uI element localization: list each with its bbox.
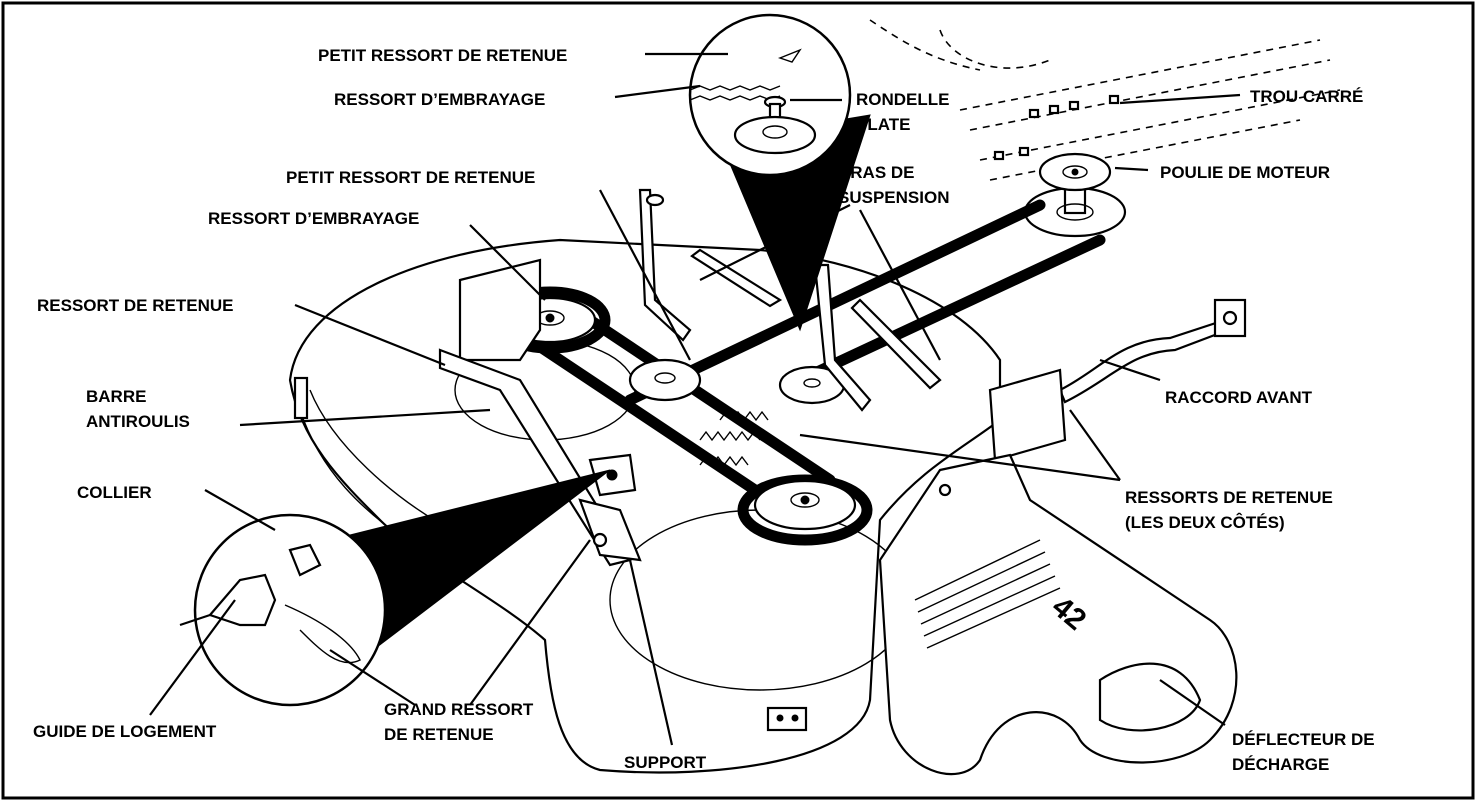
hanger-arms xyxy=(638,188,942,412)
label-barre-1: BARRE xyxy=(86,387,146,406)
discharge-deflector xyxy=(878,368,1238,776)
label-grand-ressort-1: GRAND RESSORT xyxy=(384,700,534,719)
left-bracket xyxy=(438,258,642,567)
label-grand-ressort-2: DE RETENUE xyxy=(384,725,494,744)
label-bras-1: BRAS DE xyxy=(838,163,915,182)
leader-lines xyxy=(149,52,1241,746)
label-ressort-embrayage-top: RESSORT D’EMBRAYAGE xyxy=(334,90,545,109)
label-petit-ressort-top: PETIT RESSORT DE RETENUE xyxy=(318,46,567,65)
inset-circle-clutch xyxy=(688,13,871,332)
inset-circle-collar xyxy=(179,469,611,707)
label-guide-logement: GUIDE DE LOGEMENT xyxy=(33,722,217,741)
label-raccord-avant: RACCORD AVANT xyxy=(1165,388,1313,407)
center-springs xyxy=(699,410,769,467)
label-deflecteur-2: DÉCHARGE xyxy=(1232,755,1329,774)
label-ressorts-deux-1: RESSORTS DE RETENUE xyxy=(1125,488,1333,507)
drive-belts xyxy=(489,199,1106,546)
label-trou-carre: TROU CARRÉ xyxy=(1250,87,1363,106)
label-rondelle-1: RONDELLE xyxy=(856,90,950,109)
callout-labels: PETIT RESSORT DE RETENUE RESSORT D’EMBRA… xyxy=(33,46,1375,774)
label-barre-2: ANTIROULIS xyxy=(86,412,190,431)
label-ressort-retenue: RESSORT DE RETENUE xyxy=(37,296,233,315)
label-support: SUPPORT xyxy=(624,753,707,772)
label-rondelle-2: PLATE xyxy=(856,115,910,134)
label-ressorts-deux-2: (LES DEUX CÔTÉS) xyxy=(1125,513,1285,532)
label-deflecteur-1: DÉFLECTEUR DE xyxy=(1232,730,1375,749)
label-collier: COLLIER xyxy=(77,483,152,502)
chassis-dashed-outline xyxy=(869,19,1341,181)
front-link-rod xyxy=(1058,298,1247,404)
label-petit-ressort-mid: PETIT RESSORT DE RETENUE xyxy=(286,168,535,187)
engine-pulley xyxy=(1023,152,1127,238)
label-poulie-moteur: POULIE DE MOTEUR xyxy=(1160,163,1330,182)
label-ressort-embrayage-mid: RESSORT D’EMBRAYAGE xyxy=(208,209,419,228)
label-bras-2: SUSPENSION xyxy=(838,188,949,207)
